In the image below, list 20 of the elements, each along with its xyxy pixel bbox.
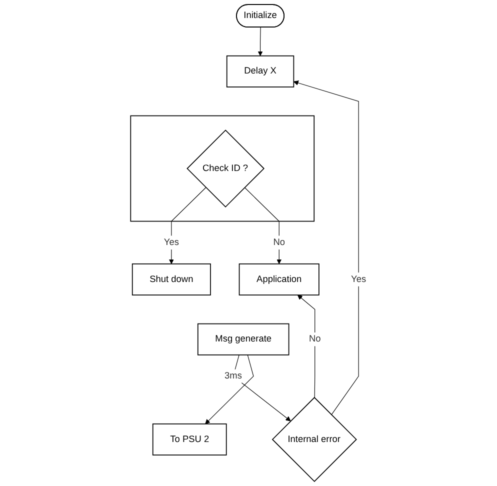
cluster [130,115,315,222]
node-box: Msg generate [198,323,290,356]
node-box: To PSU 2 [152,423,227,456]
edge-label: No [309,334,321,344]
edge-label: Yes [351,274,366,284]
arrow [298,294,316,398]
node-diamond: Check ID ? [186,130,265,208]
node-box: Shut down [132,263,212,296]
node-box: Application [238,263,320,296]
edge-label: Yes [164,237,180,248]
arrow [169,187,206,264]
edge-label: 3ms [224,371,242,381]
arrow [258,27,263,56]
arrow [294,80,359,416]
edge-label: No [273,237,286,248]
arrow [205,354,254,424]
node-diamond: Internal error [272,396,358,482]
node-box: Delay X [226,55,294,88]
arrow [233,354,291,422]
arrow [244,187,282,264]
